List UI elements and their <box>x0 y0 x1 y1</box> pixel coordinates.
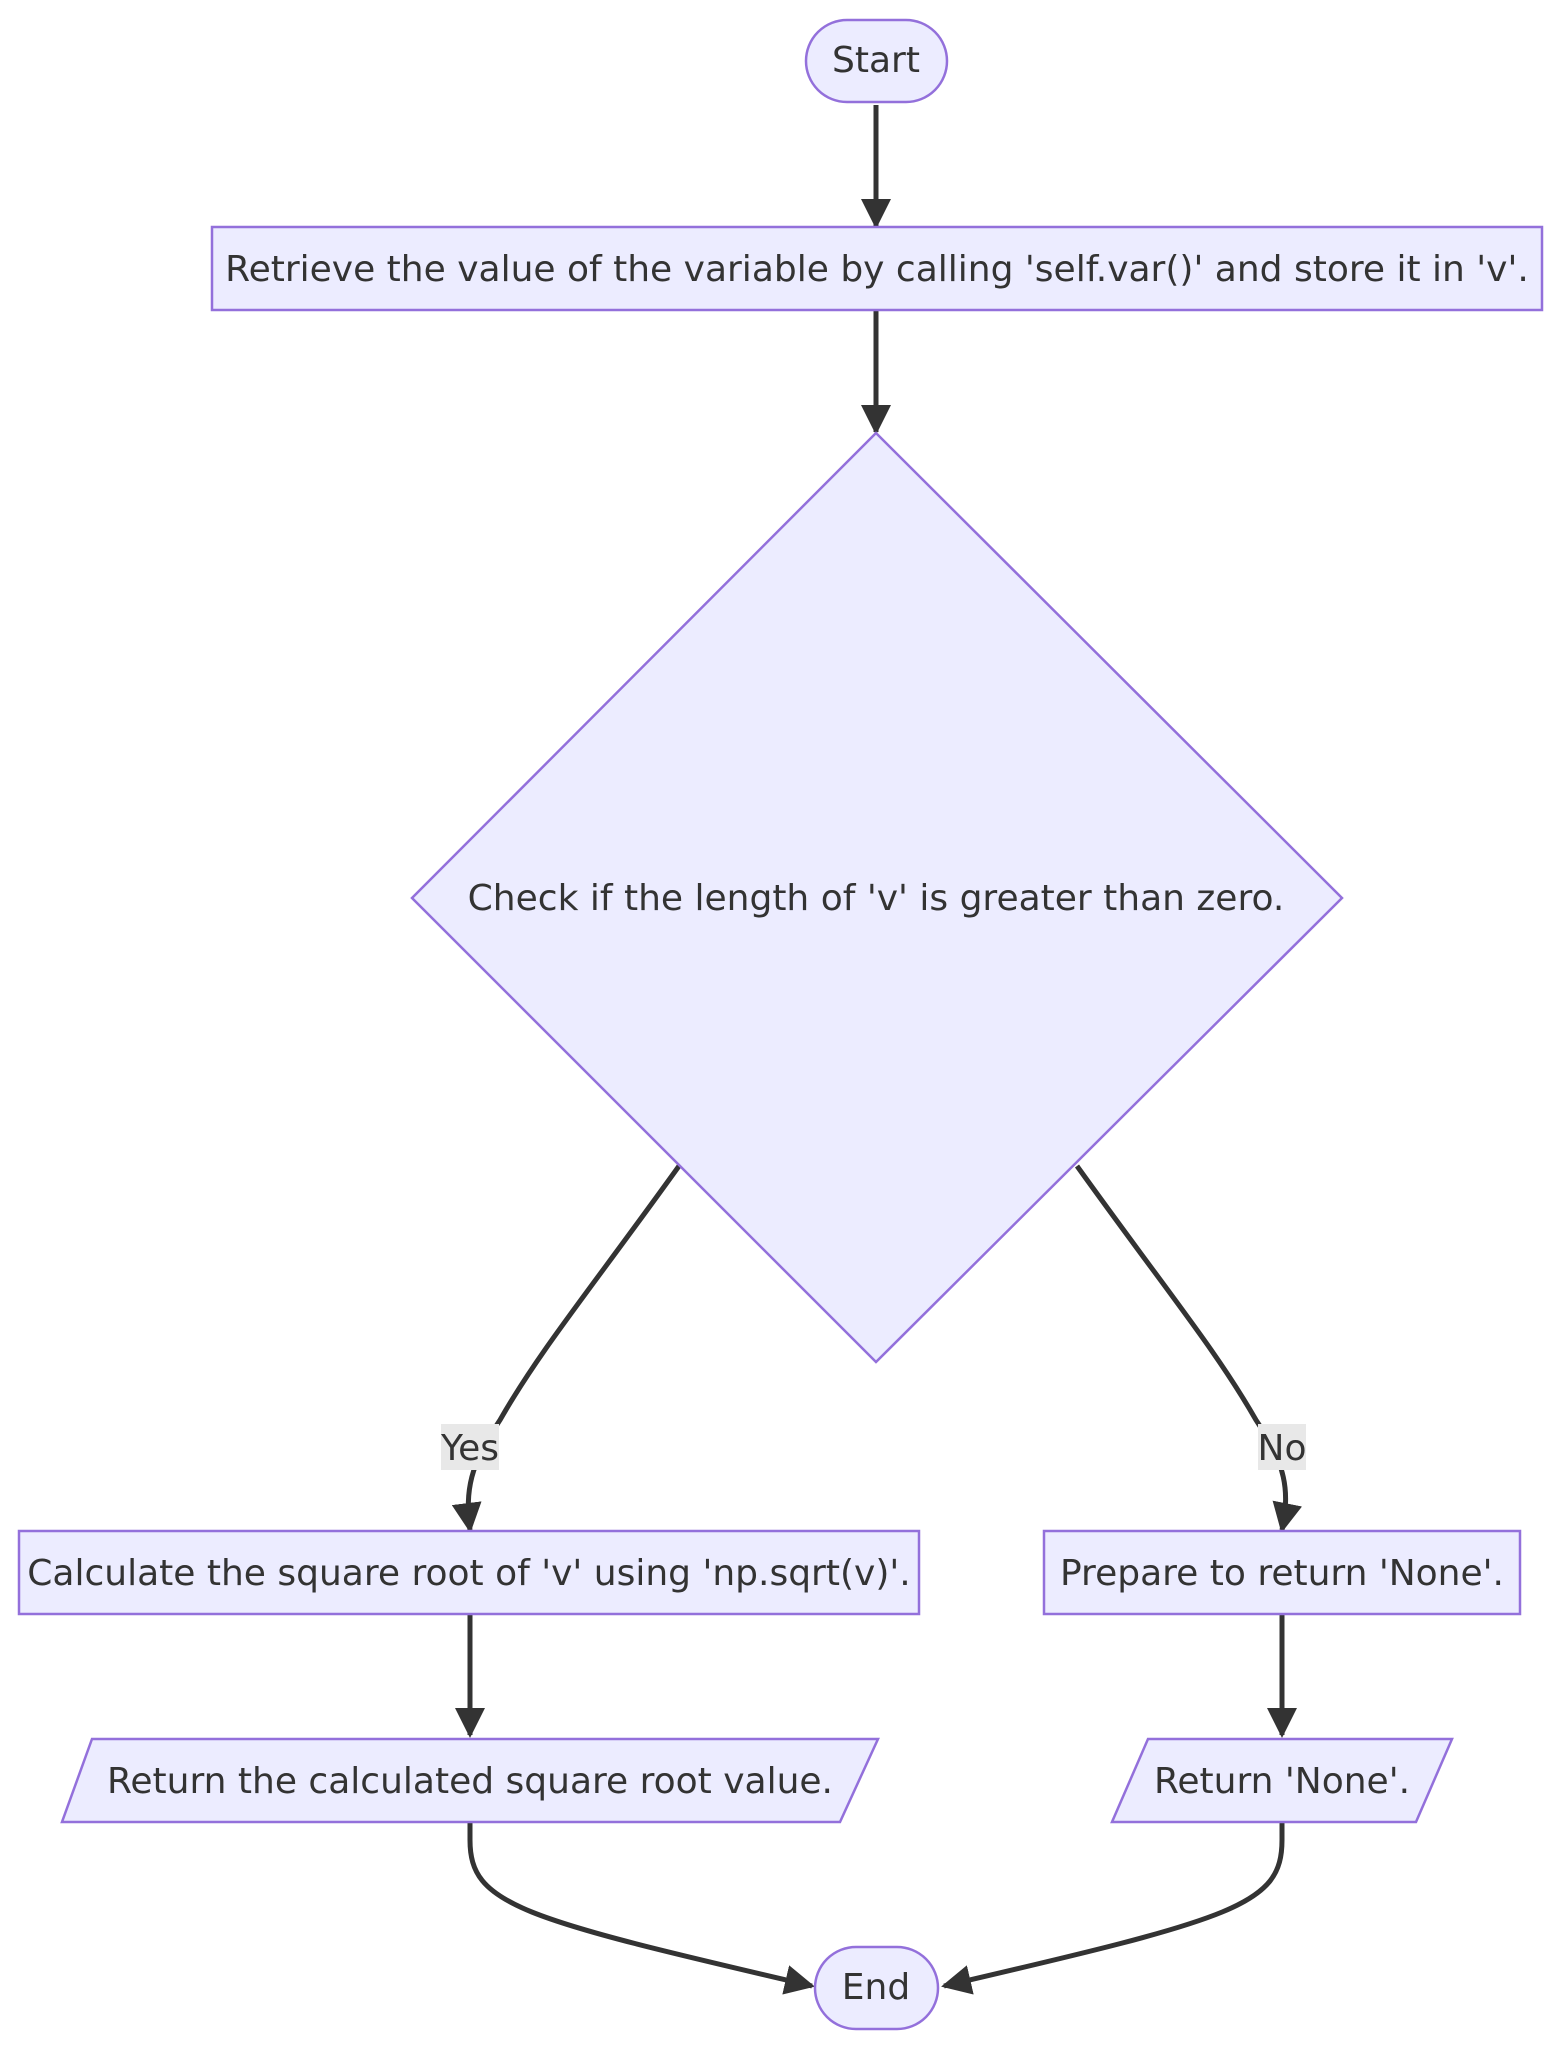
start-node-label: Start <box>832 40 920 81</box>
edge-return-none-to-end <box>941 1822 1285 1995</box>
start-node: Start <box>804 18 949 104</box>
prepare-node: Prepare to return 'None'. <box>1042 1529 1522 1616</box>
prepare-node-label: Prepare to return 'None'. <box>1060 1553 1504 1594</box>
check-decision-label: Check if the length of 'v' is greater th… <box>468 878 1285 919</box>
edge-check-to-calc-yes <box>451 1164 682 1533</box>
calc-node-label: Calculate the square root of 'v' using '… <box>27 1553 910 1594</box>
return-none-node: Return 'None'. <box>1110 1737 1454 1824</box>
edge-label-no-text: No <box>1258 1428 1307 1469</box>
edge-label-yes: Yes <box>440 1424 499 1470</box>
end-node: End <box>813 1945 940 2031</box>
end-node-label: End <box>842 1967 910 2008</box>
retrieve-node-label: Retrieve the value of the variable by ca… <box>225 249 1529 290</box>
return-value-node-label: Return the calculated square root value. <box>107 1761 833 1802</box>
calc-node: Calculate the square root of 'v' using '… <box>17 1529 921 1616</box>
edge-check-to-prepare-no <box>1074 1164 1302 1533</box>
edge-label-no: No <box>1258 1424 1307 1470</box>
return-none-node-label: Return 'None'. <box>1154 1761 1410 1802</box>
return-value-node: Return the calculated square root value. <box>60 1737 880 1824</box>
edge-label-yes-text: Yes <box>440 1428 499 1469</box>
check-decision-node: Check if the length of 'v' is greater th… <box>410 431 1344 1364</box>
edge-return-value-to-end <box>467 1822 815 1995</box>
edges <box>451 105 1302 1995</box>
retrieve-node: Retrieve the value of the variable by ca… <box>210 225 1544 312</box>
